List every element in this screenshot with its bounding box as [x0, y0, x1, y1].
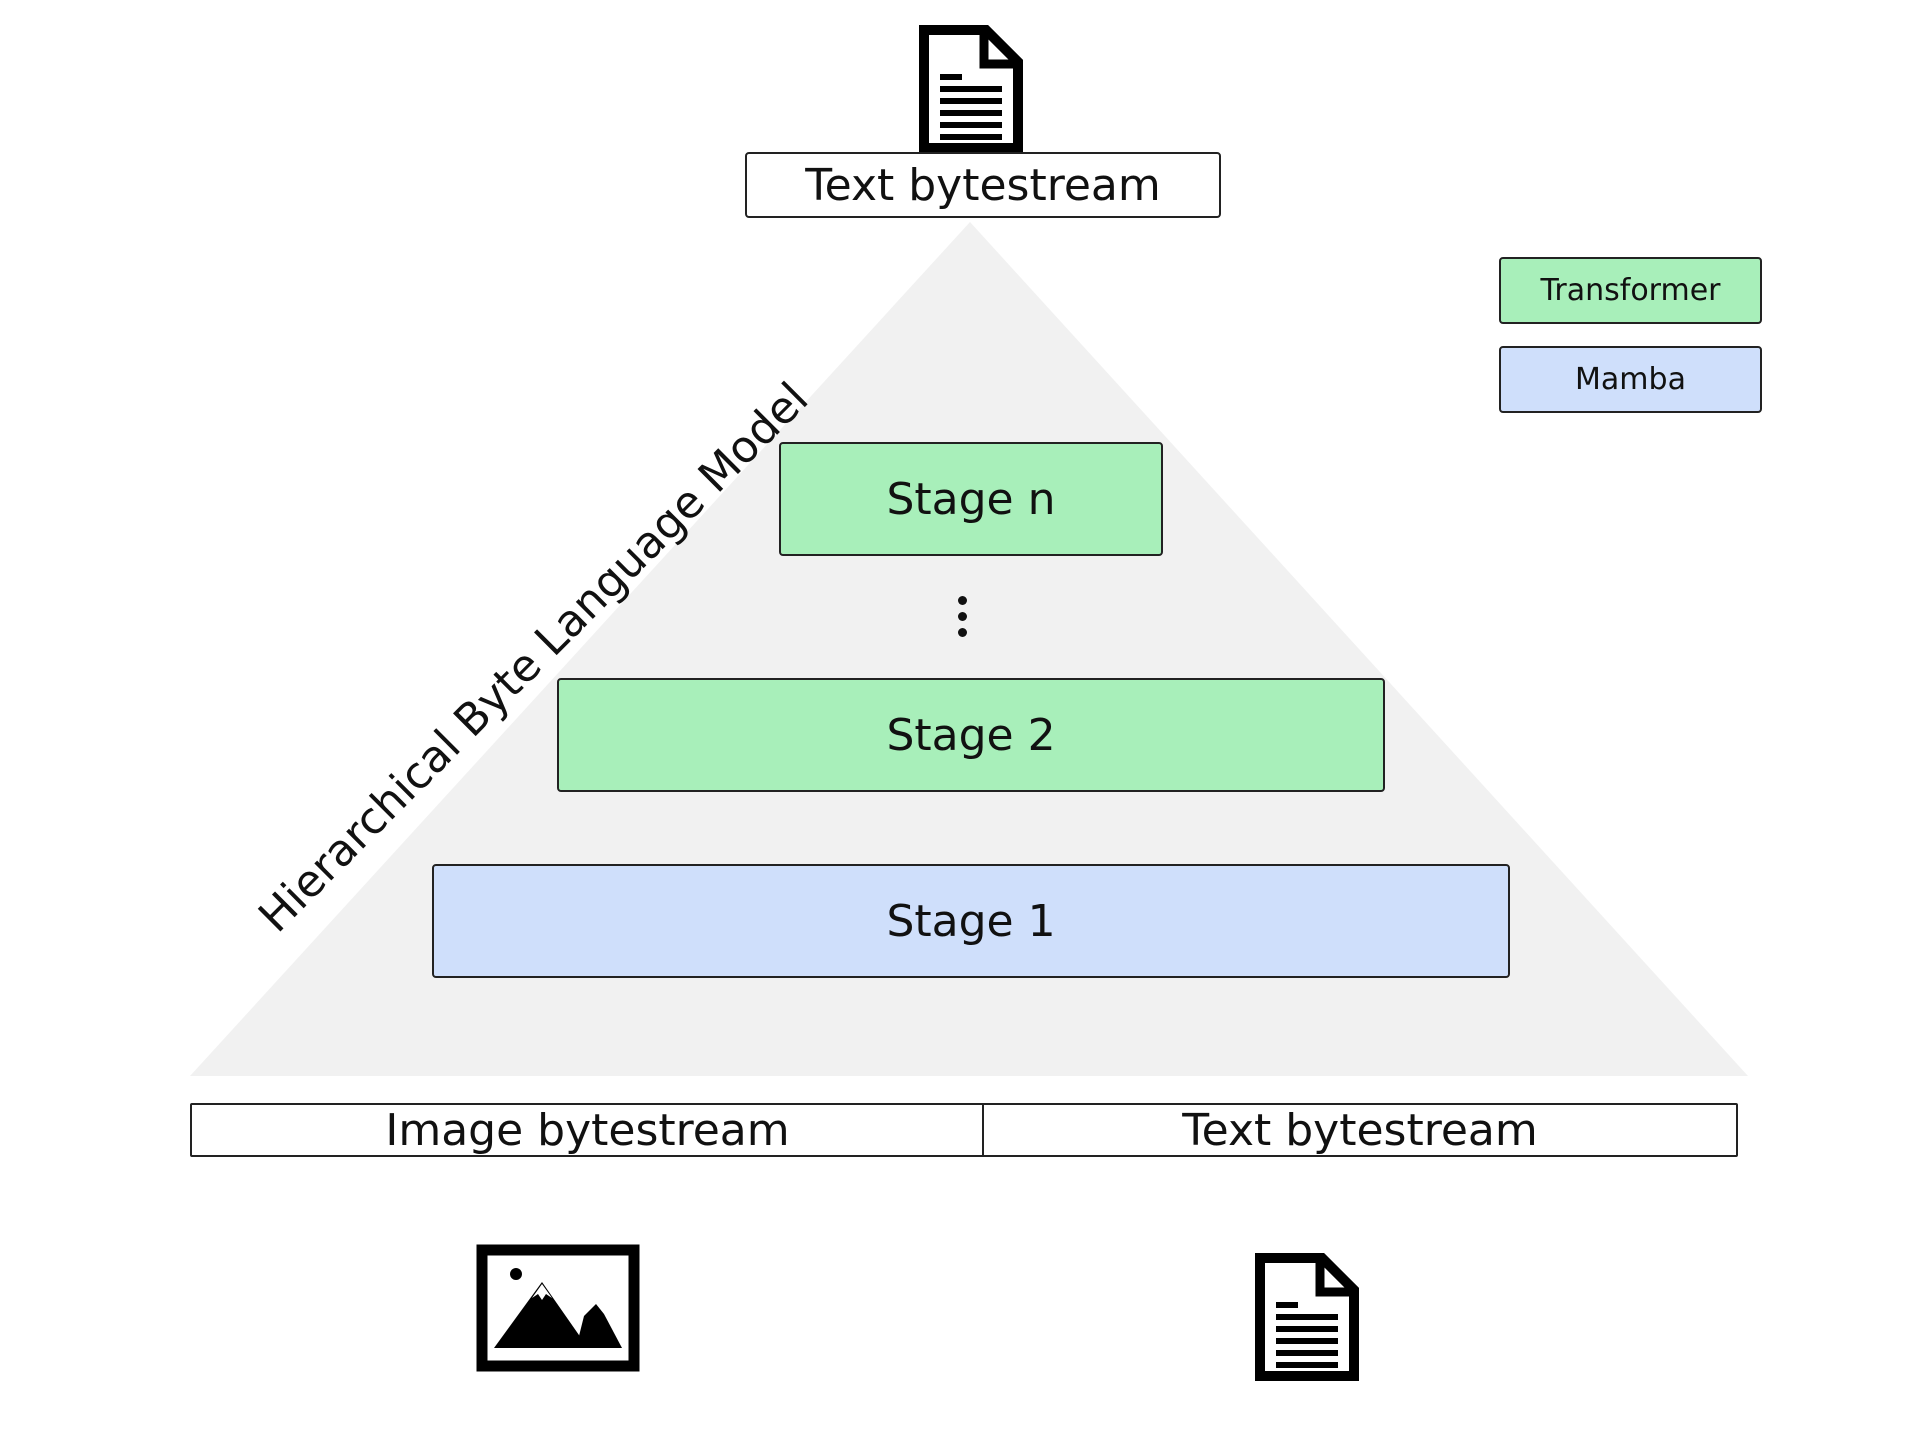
stage-2-box: Stage 2 [557, 678, 1385, 792]
pyramid-shape [190, 222, 1748, 1076]
output-text-bytestream-label: Text bytestream [805, 159, 1161, 211]
stage-1-label: Stage 1 [886, 895, 1056, 947]
document-icon [1255, 1253, 1359, 1381]
stage-n-label: Stage n [886, 473, 1056, 525]
legend-mamba-label: Mamba [1575, 362, 1686, 397]
stage-1-box: Stage 1 [432, 864, 1510, 978]
stage-2-label: Stage 2 [886, 709, 1056, 761]
legend-transformer: Transformer [1499, 257, 1762, 324]
legend-transformer-label: Transformer [1540, 273, 1721, 308]
stage-ellipsis [956, 596, 968, 644]
input-text-bytestream-label: Text bytestream [1182, 1104, 1538, 1156]
document-icon [919, 25, 1023, 153]
image-icon [476, 1244, 640, 1372]
legend-mamba: Mamba [1499, 346, 1762, 413]
input-image-bytestream-box: Image bytestream [190, 1103, 985, 1157]
output-text-bytestream-box: Text bytestream [745, 152, 1221, 218]
stage-n-box: Stage n [779, 442, 1163, 556]
input-text-bytestream-box: Text bytestream [982, 1103, 1738, 1157]
input-image-bytestream-label: Image bytestream [385, 1104, 790, 1156]
